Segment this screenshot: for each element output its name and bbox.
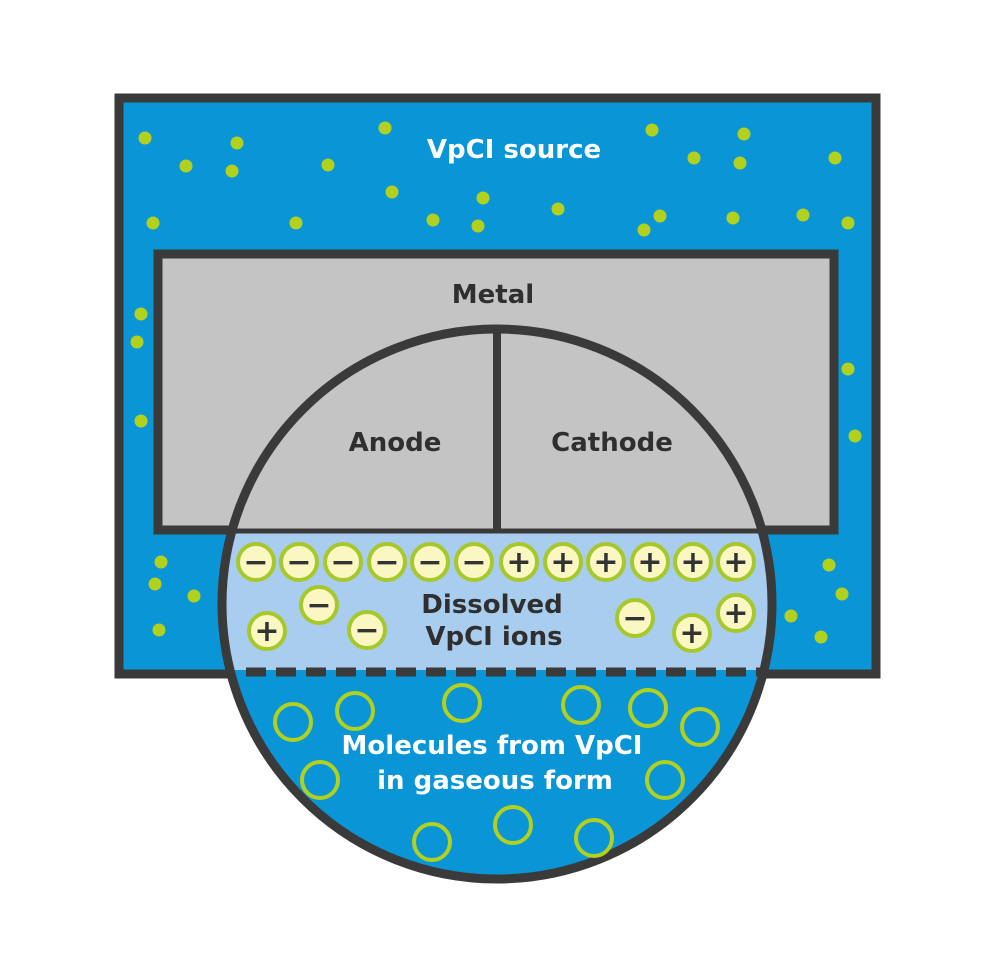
vpci-particle-icon bbox=[551, 202, 565, 216]
vpci-particle-icon bbox=[230, 136, 244, 150]
svg-text:−: − bbox=[622, 601, 647, 636]
negative-ion-icon: − bbox=[347, 610, 387, 650]
vpci-particle-icon bbox=[146, 216, 160, 230]
svg-text:−: − bbox=[461, 545, 486, 580]
vpci-particle-icon bbox=[187, 589, 201, 603]
gas-molecule-icon bbox=[574, 818, 614, 858]
gas-molecule-icon bbox=[300, 760, 340, 800]
negative-ion-icon: − bbox=[323, 542, 363, 582]
positive-ion-icon: + bbox=[672, 613, 712, 653]
anode-label: Anode bbox=[349, 428, 442, 458]
svg-text:−: − bbox=[306, 588, 331, 623]
negative-ion-icon: − bbox=[410, 542, 450, 582]
gas-molecules bbox=[273, 683, 720, 862]
negative-ion-icon: − bbox=[615, 598, 655, 638]
vpci-particle-icon bbox=[179, 159, 193, 173]
gas-molecule-icon bbox=[412, 822, 452, 862]
negative-ion-icon: − bbox=[299, 585, 339, 625]
vpci-particle-icon bbox=[134, 307, 148, 321]
positive-ion-icon: + bbox=[586, 542, 626, 582]
negative-ion-icon: − bbox=[279, 542, 319, 582]
metal-label: Metal bbox=[452, 280, 534, 310]
gas-molecule-icon bbox=[335, 691, 375, 731]
svg-text:−: − bbox=[243, 545, 268, 580]
vpci-particle-icon bbox=[426, 213, 440, 227]
svg-text:+: + bbox=[723, 545, 748, 580]
vpci-particle-icon bbox=[814, 630, 828, 644]
gas-molecules-label-line1: Molecules from VpCI bbox=[342, 731, 643, 761]
positive-ion-icon: + bbox=[716, 542, 756, 582]
svg-text:+: + bbox=[506, 545, 531, 580]
vpci-particle-icon bbox=[138, 131, 152, 145]
dissolved-ions-label-line1: Dissolved bbox=[421, 590, 562, 620]
svg-text:−: − bbox=[286, 545, 311, 580]
vpci-particle-icon bbox=[822, 558, 836, 572]
vpci-particle-icon bbox=[225, 164, 239, 178]
vpci-particle-icon bbox=[848, 429, 862, 443]
vpci-particle-icon bbox=[385, 185, 399, 199]
positive-ion-icon: + bbox=[247, 611, 287, 651]
vpci-particle-icon bbox=[476, 191, 490, 205]
gas-molecule-icon bbox=[628, 688, 668, 728]
svg-text:+: + bbox=[637, 545, 662, 580]
vpci-particle-icon bbox=[471, 219, 485, 233]
svg-text:+: + bbox=[550, 545, 575, 580]
gas-molecule-icon bbox=[680, 707, 720, 747]
negative-ion-icon: − bbox=[236, 542, 276, 582]
svg-text:−: − bbox=[354, 613, 379, 648]
vpci-particle-icon bbox=[653, 209, 667, 223]
vpci-particle-icon bbox=[130, 335, 144, 349]
gas-molecule-icon bbox=[561, 685, 601, 725]
negative-ion-icon: − bbox=[367, 542, 407, 582]
vpci-particles bbox=[130, 121, 862, 644]
negative-ion-icon: − bbox=[454, 542, 494, 582]
positive-ion-icon: + bbox=[499, 542, 539, 582]
positive-ion-icon: + bbox=[716, 593, 756, 633]
gas-molecule-icon bbox=[645, 760, 685, 800]
vpci-particle-icon bbox=[152, 623, 166, 637]
vpci-particle-icon bbox=[378, 121, 392, 135]
vpci-particle-icon bbox=[154, 555, 168, 569]
gas-molecules-label-line2: in gaseous form bbox=[377, 766, 613, 796]
vpci-ions: −−−−−−++++++−+−−++ bbox=[236, 542, 756, 653]
gas-molecule-icon bbox=[493, 805, 533, 845]
cathode-label: Cathode bbox=[551, 428, 673, 458]
vpci-particle-icon bbox=[841, 362, 855, 376]
vpci-particle-icon bbox=[784, 609, 798, 623]
svg-text:+: + bbox=[593, 545, 618, 580]
positive-ion-icon: + bbox=[630, 542, 670, 582]
vpci-particle-icon bbox=[828, 151, 842, 165]
gas-molecule-icon bbox=[273, 702, 313, 742]
positive-ion-icon: + bbox=[543, 542, 583, 582]
gas-molecule-icon bbox=[442, 683, 482, 723]
vpci-particle-icon bbox=[321, 158, 335, 172]
vpci-particle-icon bbox=[134, 414, 148, 428]
vpci-particle-icon bbox=[737, 127, 751, 141]
positive-ion-icon: + bbox=[673, 542, 713, 582]
svg-text:−: − bbox=[374, 545, 399, 580]
vpci-particle-icon bbox=[726, 211, 740, 225]
vpci-particle-icon bbox=[148, 577, 162, 591]
svg-text:−: − bbox=[417, 545, 442, 580]
vpci-particle-icon bbox=[687, 151, 701, 165]
svg-text:+: + bbox=[723, 596, 748, 631]
vpci-particle-icon bbox=[637, 223, 651, 237]
dissolved-ions-label-line2: VpCI ions bbox=[425, 622, 562, 652]
svg-text:−: − bbox=[330, 545, 355, 580]
vpci-particle-icon bbox=[841, 216, 855, 230]
svg-text:+: + bbox=[679, 616, 704, 651]
svg-text:+: + bbox=[254, 614, 279, 649]
vpci-source-label: VpCI source bbox=[427, 135, 601, 165]
svg-text:+: + bbox=[680, 545, 705, 580]
vpci-particle-icon bbox=[645, 123, 659, 137]
vpci-particle-icon bbox=[796, 208, 810, 222]
magnified-view-circle bbox=[217, 324, 777, 884]
vpci-particle-icon bbox=[835, 587, 849, 601]
vpci-particle-icon bbox=[289, 216, 303, 230]
vpci-particle-icon bbox=[733, 156, 747, 170]
